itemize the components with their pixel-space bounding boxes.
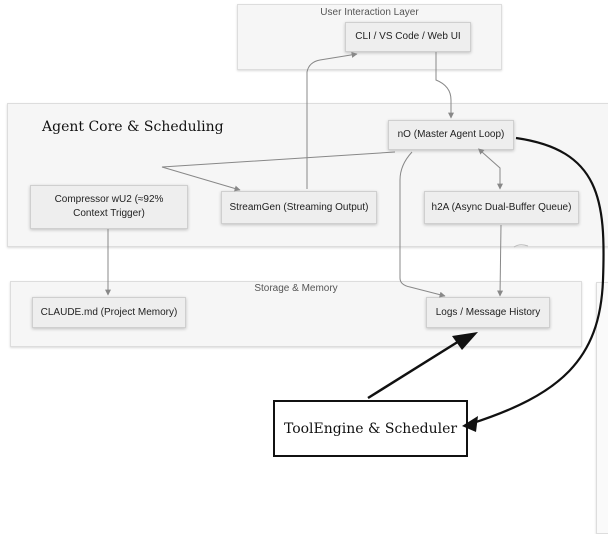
edge-streamgen-to-cli bbox=[306, 51, 358, 189]
edge-master-to-streamgen bbox=[161, 151, 396, 192]
edge-master-queue bbox=[477, 148, 503, 190]
streamgen-node[interactable]: StreamGen (Streaming Output) bbox=[221, 191, 377, 224]
async-queue-node[interactable]: h2A (Async Dual-Buffer Queue) bbox=[424, 191, 579, 224]
edge-cli-to-master bbox=[435, 52, 454, 119]
tool-engine-box[interactable]: ToolEngine & Scheduler bbox=[273, 400, 468, 457]
cli-node[interactable]: CLI / VS Code / Web UI bbox=[345, 22, 471, 52]
claude-md-node[interactable]: CLAUDE.md (Project Memory) bbox=[32, 297, 186, 328]
hand-arrowhead-logs bbox=[452, 332, 478, 350]
logs-node[interactable]: Logs / Message History bbox=[426, 297, 550, 328]
storage-layer-title: Storage & Memory bbox=[254, 283, 338, 294]
edge-queue-to-logs bbox=[497, 224, 504, 297]
hand-arrowhead-tool bbox=[462, 416, 478, 432]
faint-mark bbox=[513, 244, 529, 248]
master-agent-loop-node[interactable]: nO (Master Agent Loop) bbox=[388, 120, 514, 150]
hand-arrow-to-logs bbox=[367, 336, 465, 400]
compressor-node[interactable]: Compressor wU2 (≈92% Context Trigger) bbox=[30, 185, 188, 229]
user-layer-title: User Interaction Layer bbox=[320, 7, 419, 18]
agent-core-title: Agent Core & Scheduling bbox=[42, 119, 224, 135]
hand-arrow-master-to-tool bbox=[469, 136, 605, 426]
edge-master-to-logs bbox=[399, 151, 446, 298]
